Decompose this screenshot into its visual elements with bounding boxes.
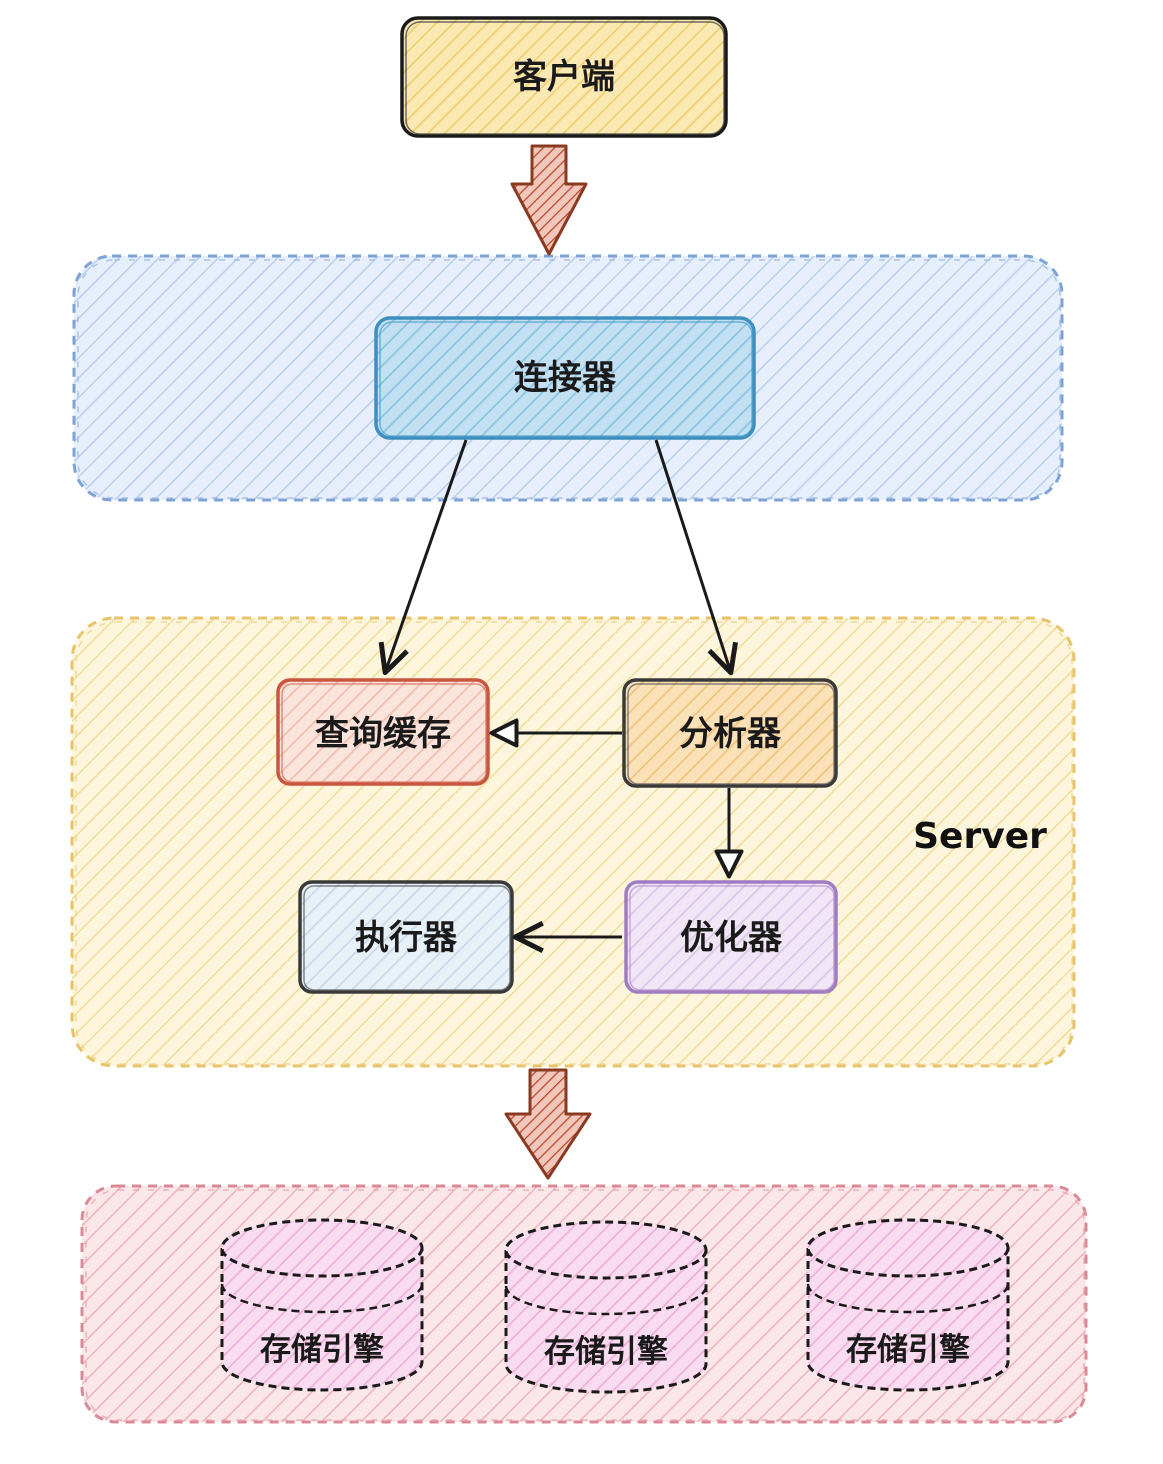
client-node[interactable]: 客户端 — [400, 16, 728, 138]
optimizer-node[interactable]: 优化器 — [624, 880, 838, 994]
analyzer-label: 分析器 — [679, 714, 782, 754]
connector-label: 连接器 — [514, 358, 617, 398]
server-label: Server — [913, 816, 1047, 857]
storage-engine-1[interactable]: 存储引擎 — [220, 1218, 424, 1392]
storage-engine-label: 存储引擎 — [846, 1332, 970, 1368]
executor-node[interactable]: 执行器 — [298, 880, 514, 994]
query-cache-node[interactable]: 查询缓存 — [276, 678, 490, 786]
client-label: 客户端 — [513, 57, 615, 97]
query-cache-label: 查询缓存 — [315, 714, 451, 754]
storage-engine-label: 存储引擎 — [260, 1332, 384, 1368]
executor-label: 执行器 — [355, 918, 458, 958]
connector-to-analyzer-edge — [654, 439, 738, 676]
server-to-storage-arrow — [504, 1068, 592, 1180]
client-to-server-arrow — [510, 144, 588, 256]
analyzer-node[interactable]: 分析器 — [622, 678, 838, 788]
connector-node[interactable]: 连接器 — [374, 316, 756, 440]
storage-engine-2[interactable]: 存储引擎 — [504, 1220, 708, 1394]
storage-engine-3[interactable]: 存储引擎 — [806, 1218, 1010, 1392]
connector-to-query-cache-edge — [378, 439, 468, 676]
optimizer-label: 优化器 — [680, 918, 783, 958]
storage-engine-label: 存储引擎 — [544, 1334, 668, 1370]
